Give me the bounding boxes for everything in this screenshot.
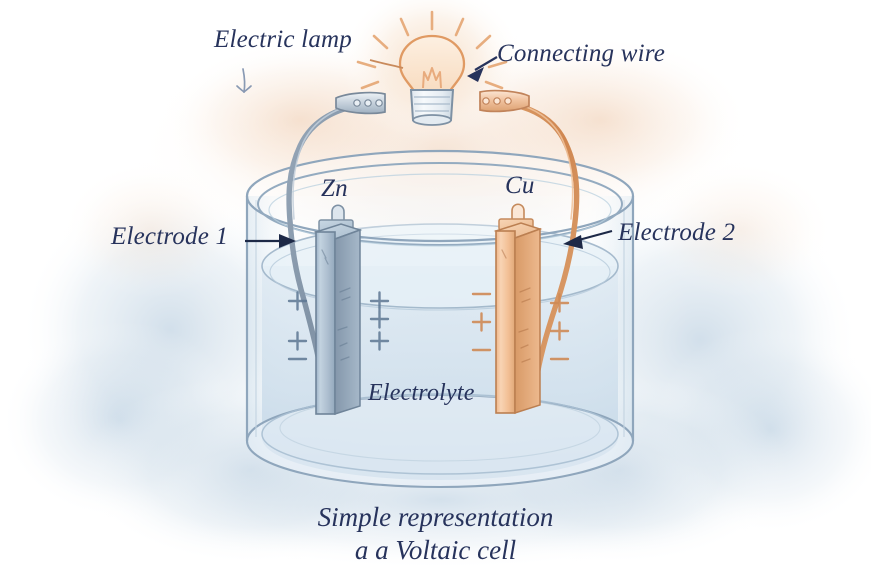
label-electrode-1: Electrode 1 (111, 223, 229, 250)
figure-caption: Simple representation a a Voltaic cell (0, 501, 871, 567)
charge-symbols-left (287, 291, 390, 361)
lamp-clamp-right (479, 89, 530, 113)
caption-line-1: Simple representation (317, 502, 554, 532)
label-electrolyte: Electrolyte (368, 380, 475, 406)
lamp-rays-icon (356, 10, 508, 90)
label-connecting-wire: Connecting wire (497, 40, 666, 67)
label-copper-symbol: Cu (505, 172, 535, 199)
lamp-clamp-left (335, 91, 386, 115)
label-electric-lamp: Electric lamp (214, 26, 352, 53)
arrow-electrode-2 (563, 229, 613, 249)
leader-arrows (245, 56, 613, 249)
decorative-mark (236, 68, 252, 93)
lamp-socket (409, 89, 455, 126)
electric-lamp (335, 10, 530, 126)
label-zinc-symbol: Zn (321, 175, 348, 202)
arrow-connecting-wire (467, 56, 498, 82)
arrow-electric-lamp (369, 59, 404, 69)
arrow-electrode-1 (245, 234, 296, 248)
electrode-copper (493, 203, 543, 415)
caption-line-2: a a Voltaic cell (354, 534, 517, 565)
charge-symbols-right (471, 292, 570, 361)
electrode-zinc (313, 204, 363, 416)
label-electrode-2: Electrode 2 (618, 219, 736, 246)
